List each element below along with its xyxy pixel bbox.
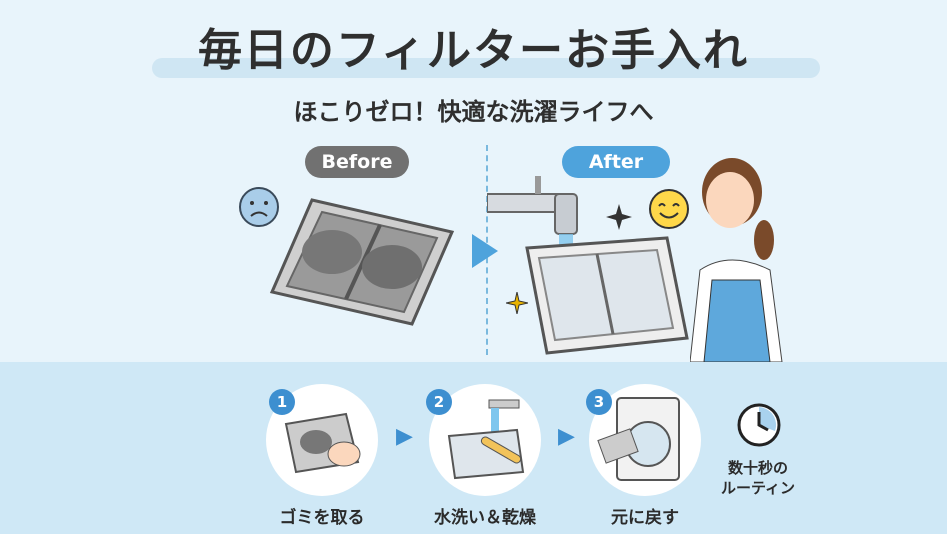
remove-debris-illustration <box>284 412 361 474</box>
sparkle-icon <box>606 204 632 230</box>
before-badge: Before <box>305 146 409 178</box>
chevron-right-icon: ▶ <box>396 424 413 449</box>
dirty-filter-illustration <box>269 198 455 326</box>
step-1-label: ゴミを取る <box>279 508 365 528</box>
step-2-number: 2 <box>426 389 452 415</box>
sparkle-icon <box>506 292 528 314</box>
step-3-number: 3 <box>586 389 612 415</box>
page-title: 毎日のフィルターお手入れ <box>197 25 750 76</box>
wash-illustration <box>447 399 525 480</box>
step-3-label: 元に戻す <box>611 508 679 528</box>
step-2-label: 水洗い＆乾燥 <box>434 508 536 528</box>
after-badge: After <box>562 146 670 178</box>
step-1-number: 1 <box>269 389 295 415</box>
routine-line-2: ルーティン <box>720 479 796 497</box>
happy-face-icon <box>649 189 689 229</box>
clean-filter-illustration <box>487 176 689 355</box>
routine-line-1: 数十秒の <box>727 459 788 477</box>
washing-machine-illustration <box>597 397 680 481</box>
sad-face-icon <box>239 187 279 227</box>
routine-caption: 数十秒の ルーティン <box>708 458 808 498</box>
clock-icon <box>737 403 781 447</box>
arrow-right-icon <box>472 234 498 268</box>
subtitle: ほこりゼロ！快適な洗濯ライフへ <box>293 98 654 126</box>
chevron-right-icon: ▶ <box>558 424 575 449</box>
woman-illustration <box>690 158 783 362</box>
title-highlight <box>152 58 820 78</box>
